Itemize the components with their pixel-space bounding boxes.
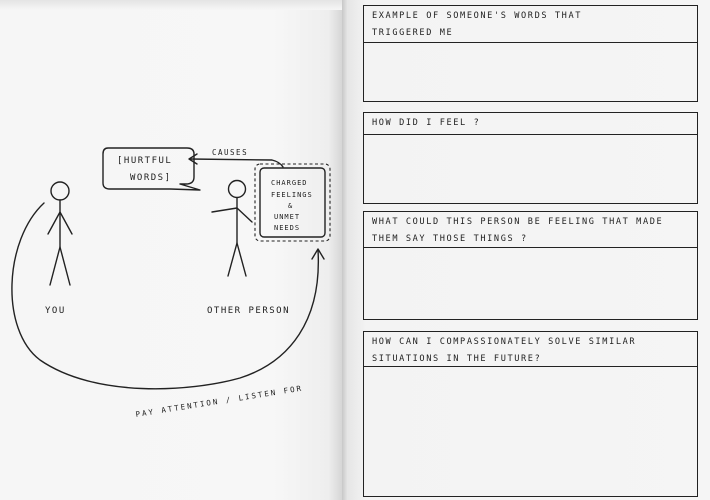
worksheet-box-4[interactable]: HOW CAN I COMPASSIONATELY SOLVE SIMILAR …	[363, 331, 698, 497]
question-4-line-2: SITUATIONS IN THE FUTURE?	[372, 354, 542, 364]
worksheet-page	[348, 0, 710, 500]
diagram-page: [HURTFUL WORDS] CAUSES CHARGED FEELINGS …	[0, 0, 342, 500]
hurtful-words-bubble	[102, 147, 201, 191]
hurtful-words-line1: [HURTFUL	[117, 156, 172, 166]
other-person-label: OTHER PERSON	[207, 306, 290, 316]
causes-arrow	[188, 153, 284, 168]
causes-label: CAUSES	[212, 148, 248, 157]
worksheet-box-3[interactable]: WHAT COULD THIS PERSON BE FEELING THAT M…	[363, 211, 698, 320]
you-stick-figure	[47, 181, 73, 286]
question-4: HOW CAN I COMPASSIONATELY SOLVE SIMILAR …	[364, 332, 697, 367]
feelings-line-2: FEELINGS	[271, 191, 313, 199]
communication-diagram: [HURTFUL WORDS] CAUSES CHARGED FEELINGS …	[11, 147, 331, 419]
question-1-line-1: EXAMPLE OF SOMEONE'S WORDS THAT	[372, 11, 582, 21]
hurtful-words-line2: WORDS]	[130, 173, 172, 183]
question-1: EXAMPLE OF SOMEONE'S WORDS THAT TRIGGERE…	[364, 6, 697, 43]
question-2: HOW DID I FEEL ?	[364, 113, 697, 135]
feelings-line-4: UNMET	[274, 213, 300, 221]
you-label: YOU	[45, 306, 66, 316]
feelings-line-5: NEEDS	[274, 224, 300, 232]
question-3-line-1: WHAT COULD THIS PERSON BE FEELING THAT M…	[372, 217, 664, 227]
feelings-line-1: CHARGED	[271, 179, 308, 187]
book-gutter	[342, 0, 348, 500]
question-2-line-1: HOW DID I FEEL ?	[372, 118, 481, 128]
question-3: WHAT COULD THIS PERSON BE FEELING THAT M…	[364, 212, 697, 248]
pay-attention-arrow	[11, 202, 325, 390]
question-1-line-2: TRIGGERED ME	[372, 28, 454, 38]
worksheet-box-1[interactable]: EXAMPLE OF SOMEONE'S WORDS THAT TRIGGERE…	[363, 5, 698, 102]
feelings-line-3: &	[288, 202, 293, 210]
question-3-line-2: THEM SAY THOSE THINGS ?	[372, 234, 528, 244]
charged-feelings-box	[254, 163, 331, 242]
worksheet-box-2[interactable]: HOW DID I FEEL ?	[363, 112, 698, 204]
page-top-edge	[0, 0, 342, 10]
other-person-stick-figure	[211, 179, 253, 277]
question-4-line-1: HOW CAN I COMPASSIONATELY SOLVE SIMILAR	[372, 337, 637, 347]
